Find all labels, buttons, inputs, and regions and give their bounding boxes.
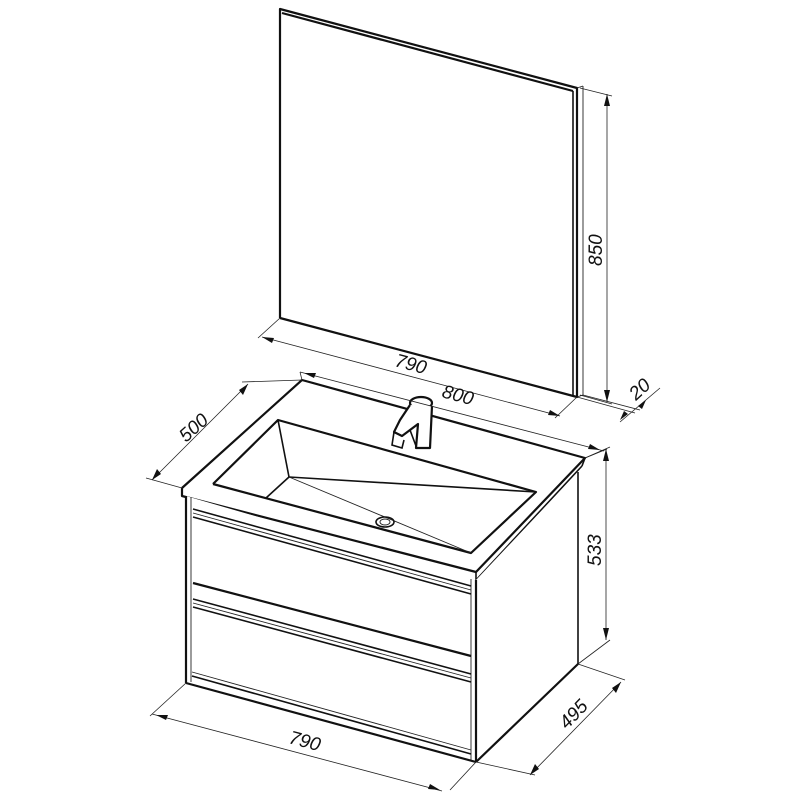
cabinet-depth-label: 495: [555, 696, 592, 734]
washbasin: [180, 378, 587, 581]
cabinet-height-label: 533: [585, 534, 606, 566]
mirror-height-dimension: 850: [579, 87, 613, 405]
cabinet-width-dimension: 790: [149, 682, 477, 792]
faucet-icon: [391, 395, 434, 450]
drain-hole: [375, 516, 395, 528]
mirror: [278, 7, 584, 399]
mirror-depth-label: 20: [625, 375, 656, 406]
cabinet-height-dimension: 533: [577, 446, 611, 665]
vanity-cabinet: [184, 472, 579, 764]
basin-width-label: 800: [440, 382, 476, 411]
basin-depth-label: 500: [175, 410, 213, 447]
cabinet-width-label: 790: [287, 728, 323, 757]
mirror-height-label: 850: [586, 234, 607, 266]
mirror-depth-dimension: 20: [576, 375, 661, 423]
